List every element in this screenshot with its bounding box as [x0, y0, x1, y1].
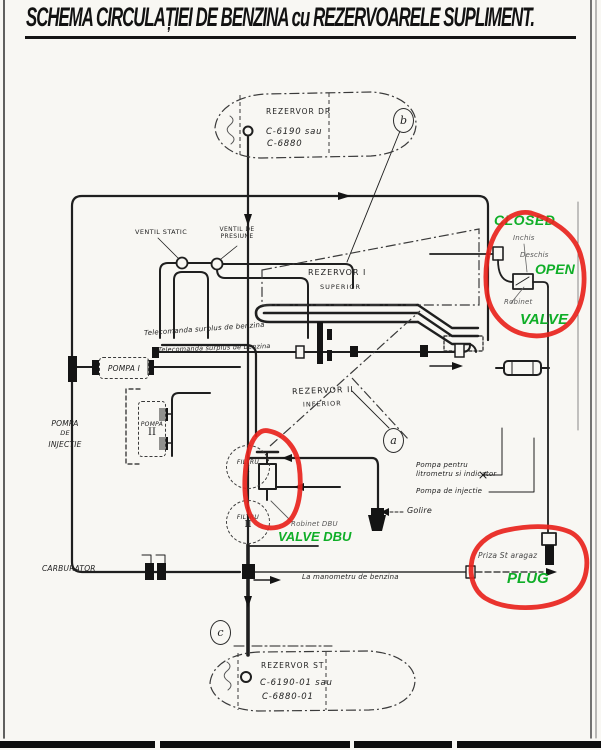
label-telecomanda-2: Telecomanda surplus de benzina: [157, 342, 271, 354]
label-ventil-static: VENTIL STATIC: [135, 228, 188, 236]
tank-rez2-sub: INFERIOR: [302, 399, 342, 409]
pencil-robinet-dbu: Robinet DBU: [291, 520, 338, 528]
filtru-ii-circle: FILTRU II: [226, 500, 270, 544]
label-litrometru-line1: Pompa pentru: [416, 461, 468, 469]
annotation-open: OPEN: [535, 261, 575, 277]
pencil-priza: Priza St aragaz: [478, 551, 538, 560]
pompa-ii-number: II: [148, 426, 156, 438]
annotation-valve-dbu: VALVE DBU: [278, 529, 352, 544]
filtru-i-number: I: [246, 465, 250, 475]
label-litrometru-line2: litrometru si indicator: [416, 470, 497, 478]
annotation-closed: CLOSED: [494, 212, 556, 228]
label-pompa-injectie-line2: DE: [60, 429, 70, 438]
tank-st-code2: C-6880-01: [262, 692, 314, 702]
label-ventil-presiune-line2: PRESIUNE: [220, 232, 254, 240]
label-telecomanda-1: Telecomanda surplus de benzina: [143, 320, 265, 338]
marker-c-letter: c: [217, 626, 224, 639]
tank-st-code1: C-6190-01 sau: [260, 678, 333, 688]
label-pompa-injectie: POMPA DE INJECTIE: [38, 418, 92, 450]
marker-c: c: [210, 620, 231, 645]
label-golire: Golire: [407, 506, 432, 515]
annotation-valve: VALVE: [520, 311, 569, 328]
tank-dr-code1: C-6190 sau: [266, 127, 323, 137]
tank-dr-code2: C-6880: [267, 139, 303, 149]
label-manometru: La manometru de benzina: [302, 573, 399, 581]
pencil-robinet: Robinet: [504, 298, 533, 306]
tank-st-name: REZERVOR ST: [261, 661, 325, 670]
marker-b-letter: b: [399, 114, 408, 127]
pompa-i-box: POMPA I: [99, 357, 149, 379]
pencil-inchis: Inchis: [513, 234, 535, 242]
label-carburator: CARBURATOR: [42, 564, 96, 573]
pompa-ii-box: POMPA II: [138, 401, 166, 457]
tank-rez1-sub: SUPERIOR: [320, 283, 361, 291]
label-ventil-presiune: VENTIL DE PRESIUNE: [212, 226, 262, 241]
scan-bottom-bar: [0, 741, 601, 748]
label-pompa-injectie-line1: POMPA: [51, 419, 79, 428]
tank-rez2-name: REZERVOR II: [291, 384, 354, 397]
tank-dr-name: REZERVOR DR: [266, 107, 332, 116]
annotation-plug: PLUG: [507, 570, 549, 587]
tank-rez1-name: REZERVOR I: [308, 268, 367, 277]
filtru-ii-number: II: [244, 520, 252, 530]
label-ventil-presiune-line1: VENTIL DE: [219, 226, 255, 233]
page-title: SCHEMA CIRCULAȚIEI DE BENZINA cu REZERVO…: [26, 2, 535, 32]
open-fittings: [295, 343, 465, 359]
marker-a-letter: a: [390, 434, 397, 447]
marker-b: b: [393, 108, 414, 133]
red-circle-plug: [468, 524, 590, 611]
filtru-i-circle: FILTRU I: [226, 445, 270, 489]
pompa-ii-label: POMPA: [140, 420, 164, 428]
tank-outlines: [209, 91, 480, 712]
label-pompa-injectie-line3: INJECTIE: [48, 440, 82, 449]
pompa-i-label: POMPA I: [107, 363, 141, 373]
title-underline: [25, 36, 576, 39]
pencil-deschis: Deschis: [520, 251, 549, 259]
marker-a: a: [383, 428, 404, 453]
label-pompa-de-injectie: Pompa de injectie: [416, 487, 483, 495]
